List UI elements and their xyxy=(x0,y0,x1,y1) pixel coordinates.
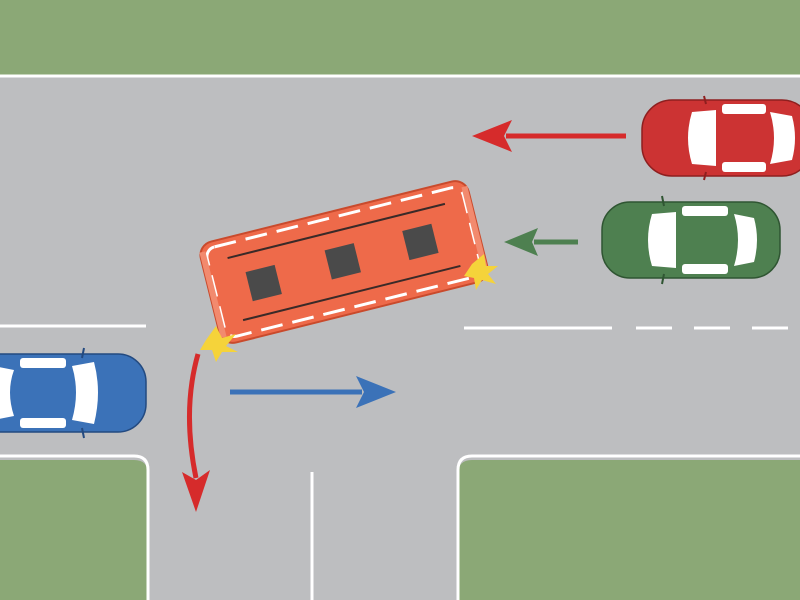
turn-signal-rear xyxy=(464,254,498,290)
bottom-right-edge-line xyxy=(456,454,800,600)
green-car-arrow xyxy=(504,228,578,256)
turn-signal-front xyxy=(200,326,238,362)
red-car xyxy=(641,95,800,181)
car-icon xyxy=(688,110,716,166)
blue-car-arrow xyxy=(230,376,396,408)
car-icon xyxy=(72,362,98,424)
blue-car xyxy=(0,347,147,439)
tram-arrow xyxy=(182,353,210,512)
car-icon xyxy=(648,212,676,268)
side-road-body xyxy=(148,440,458,600)
red-car-arrow xyxy=(472,120,626,152)
green-car xyxy=(601,195,781,285)
tram xyxy=(199,180,489,344)
bottom-left-edge-line xyxy=(0,454,150,600)
